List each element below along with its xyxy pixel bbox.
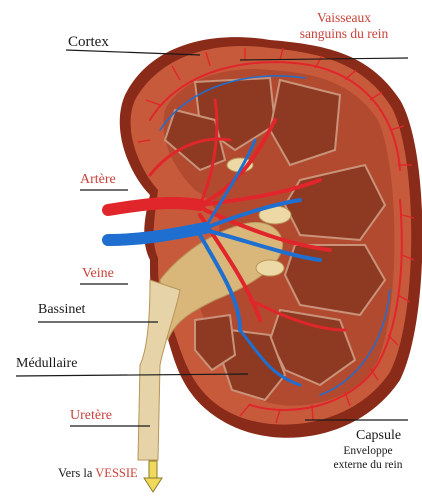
- label-to-bladder: Vers la VESSIE: [58, 466, 138, 480]
- label-to-bladder-prefix: Vers la: [58, 466, 92, 480]
- label-capsule-desc-line1: Enveloppe: [318, 444, 418, 458]
- label-capsule-desc: Enveloppe externe du rein: [318, 444, 418, 472]
- label-medulla: Médullaire: [16, 356, 77, 372]
- renal-artery: [108, 203, 200, 210]
- label-bladder-word: VESSIE: [95, 466, 137, 480]
- label-pelvis: Bassinet: [38, 302, 85, 318]
- label-vein: Veine: [82, 266, 114, 282]
- label-capsule: Capsule: [356, 428, 401, 444]
- label-cortex: Cortex: [68, 34, 109, 50]
- label-vessels-line1: Vaisseaux: [278, 10, 410, 26]
- arrow-down-icon: [144, 461, 162, 492]
- ureter: [138, 280, 180, 460]
- label-vessels-line2: sanguins du rein: [278, 26, 410, 42]
- label-artery: Artère: [80, 172, 116, 188]
- calyx-2: [256, 260, 284, 276]
- label-ureter: Uretère: [70, 408, 112, 424]
- label-capsule-desc-line2: externe du rein: [318, 458, 418, 472]
- label-vessels: Vaisseaux sanguins du rein: [278, 10, 410, 42]
